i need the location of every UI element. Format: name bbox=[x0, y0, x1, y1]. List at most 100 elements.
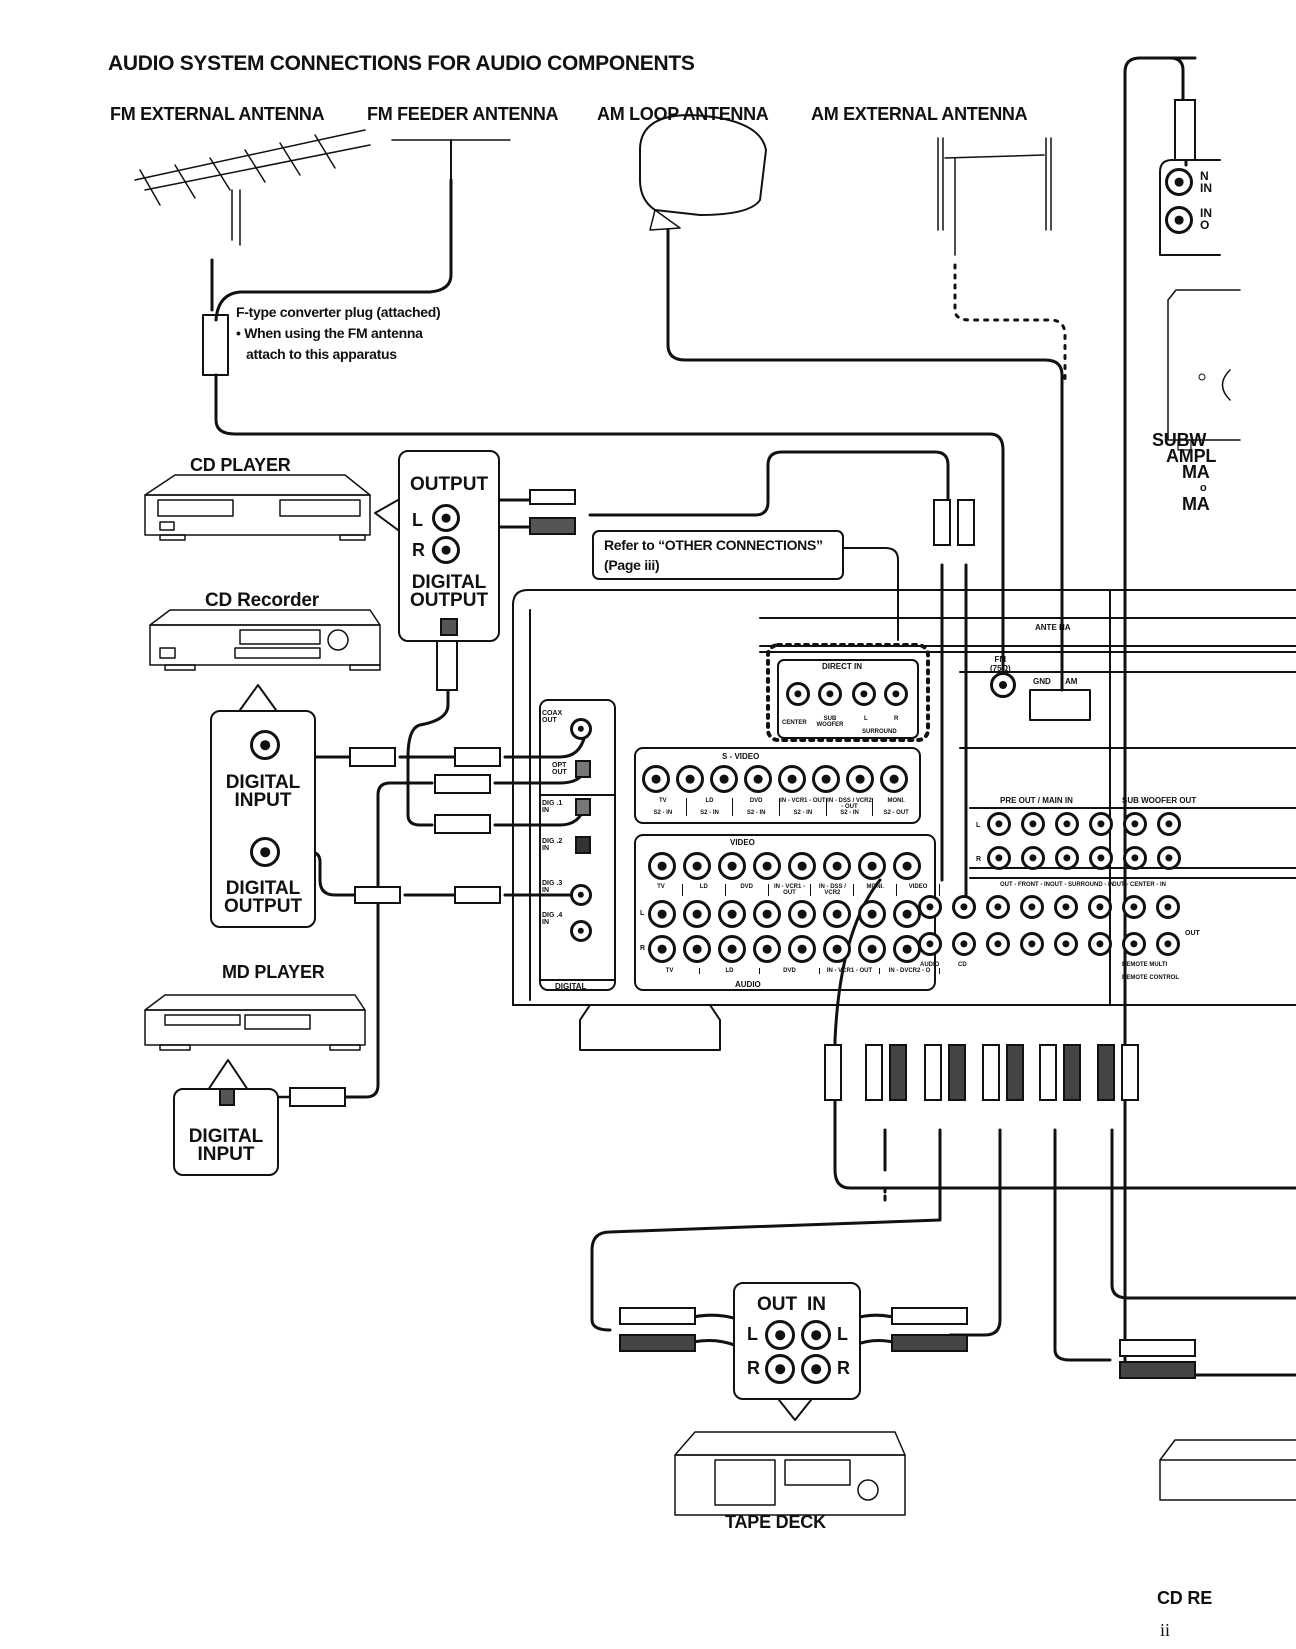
audio-r-jack-6[interactable] bbox=[823, 935, 851, 963]
dig1-in-port[interactable] bbox=[575, 798, 591, 816]
pre-out-l-jack-4[interactable] bbox=[1089, 812, 1113, 836]
pre-out-l-jack-6[interactable] bbox=[1157, 812, 1181, 836]
pre-out-l-label: L bbox=[976, 822, 981, 829]
lower-jack-b-6[interactable] bbox=[1088, 932, 1112, 956]
optical-output-port[interactable] bbox=[440, 618, 458, 636]
cd-recorder-icon bbox=[149, 609, 381, 671]
lower-jacks-row2 bbox=[918, 932, 1180, 956]
s-video-jack-5[interactable] bbox=[778, 765, 806, 793]
subwoofer-output-jack[interactable] bbox=[1165, 206, 1193, 234]
audio-r-jack-1[interactable] bbox=[648, 935, 676, 963]
cdr-digital-output-jack[interactable] bbox=[250, 837, 280, 867]
dig3-in-jack[interactable] bbox=[570, 884, 592, 906]
pre-out-l-jack-1[interactable] bbox=[987, 812, 1011, 836]
video-jack-5[interactable] bbox=[788, 852, 816, 880]
lower-jack-b-1[interactable] bbox=[918, 932, 942, 956]
pre-out-r-jack-3[interactable] bbox=[1055, 846, 1079, 870]
cdr-digital-input-jack[interactable] bbox=[250, 730, 280, 760]
opt-out-label: OPT OUT bbox=[552, 762, 567, 776]
audio-l-label: L bbox=[640, 910, 645, 917]
audio-input-label-4: IN - VCR1 - OUT bbox=[820, 968, 880, 974]
audio-l-jack-8[interactable] bbox=[893, 900, 921, 928]
lower-jack-a-2[interactable] bbox=[952, 895, 976, 919]
pre-out-r-jack-1[interactable] bbox=[987, 846, 1011, 870]
audio-r-jack-4[interactable] bbox=[753, 935, 781, 963]
audio-r-jack-3[interactable] bbox=[718, 935, 746, 963]
lower-jack-a-7[interactable] bbox=[1122, 895, 1146, 919]
direct-in-surround-r-jack[interactable] bbox=[884, 682, 908, 706]
pre-out-r-jack-5[interactable] bbox=[1123, 846, 1147, 870]
video-jack-7[interactable] bbox=[858, 852, 886, 880]
pre-out-r-jack-6[interactable] bbox=[1157, 846, 1181, 870]
tape-in-r-jack[interactable] bbox=[801, 1354, 831, 1384]
lower-jack-b-4[interactable] bbox=[1020, 932, 1044, 956]
coax-out-jack[interactable] bbox=[570, 718, 592, 740]
rca-plugs-row bbox=[824, 1044, 1139, 1101]
lower-jack-a-4[interactable] bbox=[1020, 895, 1044, 919]
lower-jack-a-5[interactable] bbox=[1054, 895, 1078, 919]
lower-jack-a-1[interactable] bbox=[918, 895, 942, 919]
pre-out-l-jack-5[interactable] bbox=[1123, 812, 1147, 836]
dig2-in-port[interactable] bbox=[575, 836, 591, 854]
video-jack-6[interactable] bbox=[823, 852, 851, 880]
lower-jack-b-5[interactable] bbox=[1054, 932, 1078, 956]
s-video-jack-8[interactable] bbox=[880, 765, 908, 793]
pre-out-l-jack-3[interactable] bbox=[1055, 812, 1079, 836]
direct-in-center-jack[interactable] bbox=[786, 682, 810, 706]
out-surround-in-label: OUT - SURROUND - IN bbox=[1050, 882, 1114, 888]
dig4-in-jack[interactable] bbox=[570, 920, 592, 942]
direct-in-surround-l-jack[interactable] bbox=[852, 682, 876, 706]
audio-r-jack-2[interactable] bbox=[683, 935, 711, 963]
audio-l-jack-1[interactable] bbox=[648, 900, 676, 928]
cd-output-l-jack[interactable] bbox=[432, 504, 460, 532]
lower-jack-a-6[interactable] bbox=[1088, 895, 1112, 919]
pre-out-r-jack-4[interactable] bbox=[1089, 846, 1113, 870]
s-video-jack-7[interactable] bbox=[846, 765, 874, 793]
video-jack-4[interactable] bbox=[753, 852, 781, 880]
s-video-jack-1[interactable] bbox=[642, 765, 670, 793]
cd-output-r-jack[interactable] bbox=[432, 536, 460, 564]
s-video-jack-2[interactable] bbox=[676, 765, 704, 793]
fm-antenna-terminal[interactable] bbox=[990, 672, 1016, 698]
audio-l-jack-6[interactable] bbox=[823, 900, 851, 928]
tape-out-r-jack[interactable] bbox=[765, 1354, 795, 1384]
video-jack-1[interactable] bbox=[648, 852, 676, 880]
lower-jack-b-2[interactable] bbox=[952, 932, 976, 956]
subwoofer-input-jack[interactable] bbox=[1165, 168, 1193, 196]
audio-r-jack-8[interactable] bbox=[893, 935, 921, 963]
s-video-jack-4[interactable] bbox=[744, 765, 772, 793]
s-video-label-3: DVD bbox=[733, 798, 781, 810]
out-front-in-label: OUT - FRONT - IN bbox=[1000, 882, 1050, 888]
audio-r-jack-7[interactable] bbox=[858, 935, 886, 963]
audio-l-jack-7[interactable] bbox=[858, 900, 886, 928]
remote-out-label: OUT bbox=[1185, 930, 1200, 937]
audio-l-jack-3[interactable] bbox=[718, 900, 746, 928]
tape-in-l-jack[interactable] bbox=[801, 1320, 831, 1350]
audio-l-jack-4[interactable] bbox=[753, 900, 781, 928]
video-jack-8[interactable] bbox=[893, 852, 921, 880]
audio-input-label-3: DVD bbox=[760, 968, 820, 974]
md-optical-input-port[interactable] bbox=[219, 1088, 235, 1106]
pre-out-main-in-label: PRE OUT / MAIN IN bbox=[1000, 796, 1073, 805]
lower-jack-a-8[interactable] bbox=[1156, 895, 1180, 919]
lower-jack-a-3[interactable] bbox=[986, 895, 1010, 919]
video-jack-3[interactable] bbox=[718, 852, 746, 880]
audio-l-jack-5[interactable] bbox=[788, 900, 816, 928]
s-video-jack-3[interactable] bbox=[710, 765, 738, 793]
audio-r-jack-5[interactable] bbox=[788, 935, 816, 963]
tape-out-l-jack[interactable] bbox=[765, 1320, 795, 1350]
lower-jack-b-8[interactable] bbox=[1156, 932, 1180, 956]
lower-jack-b-7[interactable] bbox=[1122, 932, 1146, 956]
video-jack-2[interactable] bbox=[683, 852, 711, 880]
s-video-label-1: TV bbox=[640, 798, 687, 810]
direct-in-subwoofer-jack[interactable] bbox=[818, 682, 842, 706]
lower-jack-b-3[interactable] bbox=[986, 932, 1010, 956]
pre-out-r-jack-2[interactable] bbox=[1021, 846, 1045, 870]
audio-l-jack-2[interactable] bbox=[683, 900, 711, 928]
opt-out-port[interactable] bbox=[575, 760, 591, 778]
video-input-label-5: IN - DSS / VCR2 bbox=[811, 884, 855, 896]
s-video-jack-6[interactable] bbox=[812, 765, 840, 793]
pre-out-l-jack-2[interactable] bbox=[1021, 812, 1045, 836]
